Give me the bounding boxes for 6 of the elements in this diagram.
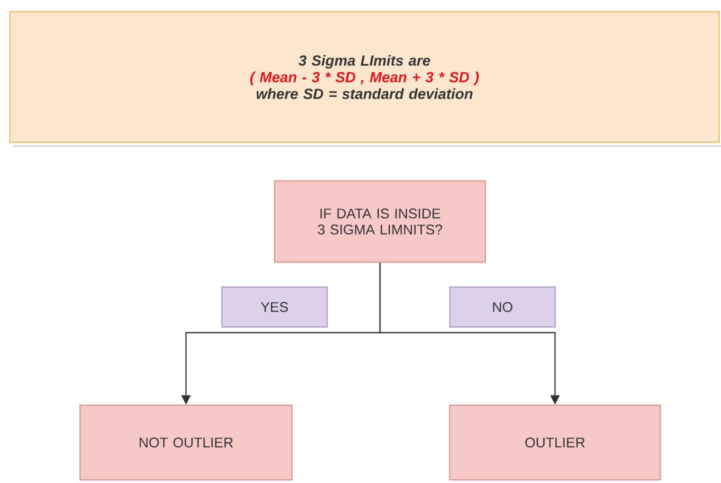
answer-box: NO (449, 286, 556, 328)
result-box: NOT OUTLIER (79, 404, 293, 480)
decision-box: IF DATA IS INSIDE 3 SIGMA LIMNITS? (274, 180, 486, 263)
answer-box: YES (221, 286, 328, 328)
note-box: 3 Sigma LImits are ( Mean - 3 * SD , Mean + 3 * SD ) where SD = standard deviation (9, 11, 720, 143)
result-box: OUTLIER (449, 404, 661, 480)
